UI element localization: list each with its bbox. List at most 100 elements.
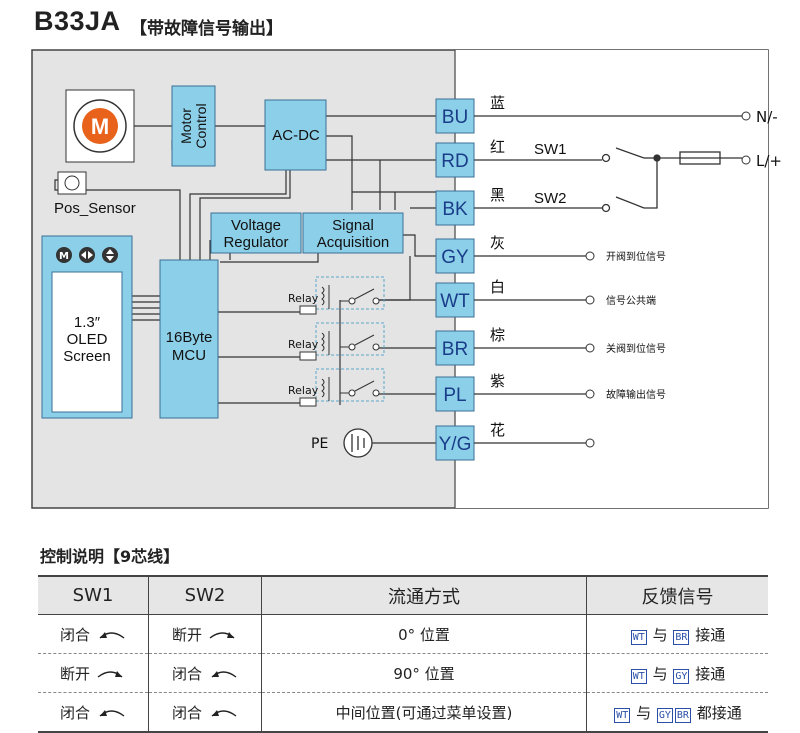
terminal-code: GY xyxy=(441,247,469,268)
menu-button-icon: M xyxy=(59,251,69,262)
oled-label-2: OLED xyxy=(67,331,108,348)
feedback-tag-a: WT xyxy=(630,629,647,645)
up-down-button-icon xyxy=(102,247,118,263)
terminal-code: WT xyxy=(440,291,470,312)
wire-color: 白 xyxy=(490,278,505,296)
oled-label-3: Screen xyxy=(63,348,111,365)
feedback-tag-b: GY xyxy=(673,668,690,684)
sw2-state-text: 闭合 xyxy=(171,703,202,722)
feedback-signal: WT 与 BR 接通 xyxy=(586,614,768,654)
terminal-signal: N/- xyxy=(756,108,778,126)
terminal-signal: 关阀到位信号 xyxy=(606,342,666,355)
header-sw2: SW2 xyxy=(148,575,262,615)
terminal-signal: 故障输出信号 xyxy=(606,388,666,401)
feedback-and: 与 xyxy=(652,625,668,644)
close-arrow-icon xyxy=(99,632,125,639)
sw2-state-text: 闭合 xyxy=(171,664,202,683)
relay-coil-icon xyxy=(321,332,325,352)
relay-2: Relay xyxy=(288,322,385,361)
header-mode: 流通方式 xyxy=(261,575,587,615)
close-arrow-icon xyxy=(211,710,237,717)
model-title: B33JA xyxy=(34,6,121,36)
control-table-header: SW1 SW2 流通方式 反馈信号 xyxy=(38,575,768,615)
wire-color: 紫 xyxy=(490,372,505,390)
signal-acquisition-box xyxy=(302,212,404,254)
terminal-signal: L/+ xyxy=(756,152,782,170)
sw1-label: SW1 xyxy=(534,141,567,158)
wire-color: 花 xyxy=(490,421,505,439)
flow-mode: 90° 位置 xyxy=(261,653,587,693)
pos-sensor-label: Pos_Sensor xyxy=(54,200,136,217)
oled-label-1: 1.3″ xyxy=(74,314,101,331)
oled-screen xyxy=(51,271,123,413)
control-section-title: 控制说明【9芯线】 xyxy=(40,547,180,566)
relay-label: Relay xyxy=(288,338,319,351)
relay-3: Relay xyxy=(288,368,385,407)
voltage-regulator-box xyxy=(210,212,302,254)
relay-label: Relay xyxy=(288,384,319,397)
terminal-bk: BK黑 xyxy=(435,186,602,226)
ac-dc-label: AC-DC xyxy=(272,127,320,144)
sw1-state: 闭合 xyxy=(38,614,149,654)
wire-color: 棕 xyxy=(490,326,505,344)
close-arrow-icon xyxy=(99,710,125,717)
motor-control-label-2: Control xyxy=(193,103,209,148)
relay-label: Relay xyxy=(288,292,319,305)
terminal-code: PL xyxy=(443,385,466,406)
flow-mode: 中间位置(可通过菜单设置) xyxy=(261,692,587,733)
pe-label: PE xyxy=(311,436,328,452)
relay-coil-icon xyxy=(321,378,325,398)
voltage-regulator-label-2: Regulator xyxy=(223,234,288,251)
sw1-state: 断开 xyxy=(38,653,149,693)
wiring-diagram: M Motor Control AC-DC Pos_Sensor Voltage… xyxy=(31,49,782,509)
external-switches xyxy=(601,147,742,213)
sw1-state: 闭合 xyxy=(38,692,149,733)
terminal-signal: 开阀到位信号 xyxy=(606,250,666,263)
wire-color: 红 xyxy=(490,138,505,156)
oled-buttons: M xyxy=(56,247,118,263)
signal-acquisition-label-1: Signal xyxy=(332,217,374,234)
left-right-button-icon xyxy=(79,247,95,263)
feedback-result: 接通 xyxy=(695,625,726,644)
sw2-label: SW2 xyxy=(534,190,567,207)
sw2-state-text: 断开 xyxy=(171,625,202,644)
sw1-state-text: 闭合 xyxy=(59,703,90,722)
sw1-state-text: 断开 xyxy=(59,664,90,683)
voltage-regulator-label-1: Voltage xyxy=(231,217,281,234)
flow-mode: 0° 位置 xyxy=(261,614,587,654)
mcu-box xyxy=(159,259,219,419)
mcu-label-2: MCU xyxy=(172,347,206,364)
close-arrow-icon xyxy=(211,671,237,678)
sw1-state-text: 闭合 xyxy=(59,625,90,644)
terminal-code: BR xyxy=(442,339,468,360)
feedback-tag-a: WT xyxy=(614,707,631,723)
relay-coil-icon xyxy=(321,286,325,306)
feedback-and: 与 xyxy=(652,664,668,683)
terminal-signal: 信号公共端 xyxy=(606,294,656,307)
signal-acquisition-label-2: Acquisition xyxy=(317,234,390,251)
feedback-tag-b: BR xyxy=(673,629,690,645)
motor-control-label-1: Motor xyxy=(178,108,194,144)
wire-color: 蓝 xyxy=(490,94,505,112)
terminal-code: BU xyxy=(442,107,468,128)
relay-1: Relay xyxy=(288,276,385,315)
terminal-code: RD xyxy=(441,151,468,172)
ac-dc-box xyxy=(264,99,327,171)
feedback-signal: WT 与 GY 接通 xyxy=(586,653,768,693)
open-arrow-icon xyxy=(97,671,123,678)
sw2-state: 断开 xyxy=(148,614,262,654)
pos-sensor-icon xyxy=(64,175,80,191)
open-arrow-icon xyxy=(209,632,235,639)
motor-letter: M xyxy=(91,114,109,139)
feedback-tag-b: GY xyxy=(656,707,673,723)
model-subtitle: 【带故障信号输出】 xyxy=(130,19,283,39)
